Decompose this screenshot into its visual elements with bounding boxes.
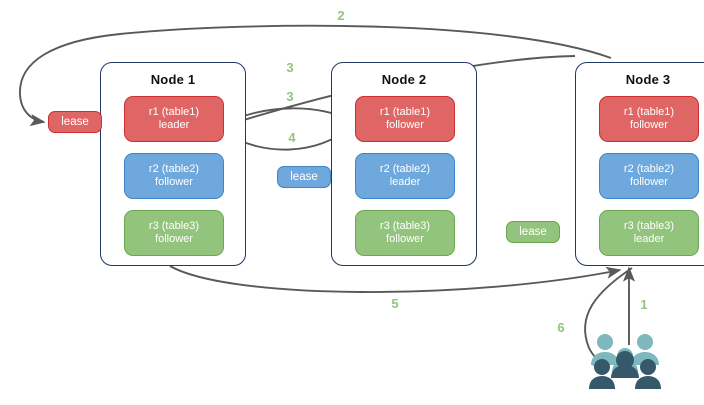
arrow-step-5 [169,265,622,293]
replica-name: r3 (table3) [148,220,200,233]
replica-role: follower [630,176,668,188]
replica-role: leader [389,176,421,188]
replica-role: leader [158,119,190,131]
lease-badge-red[interactable]: lease [48,111,102,133]
node-1-container[interactable]: Node 1 r1 (table1) leader r2 (table2) fo… [100,62,246,266]
step-label-6: 6 [557,320,565,335]
users-icon[interactable] [588,332,662,394]
step-label-3b: 3 [286,89,294,104]
replica-role: follower [155,176,193,188]
replica-name: r3 (table3) [623,220,675,233]
users-icon-front-row [589,351,661,389]
node-3-title: Node 3 [625,72,671,87]
node-1-title: Node 1 [150,72,196,87]
arrow-step-2 [19,24,612,127]
replica-role: follower [386,233,424,245]
node-3-replica-r1[interactable]: r1 (table1) follower [599,96,699,142]
lease-badge-green[interactable]: lease [506,221,560,243]
step-label-4: 4 [288,130,296,145]
node-2-replica-r3[interactable]: r3 (table3) follower [355,210,455,256]
node-3-replica-r3[interactable]: r3 (table3) leader [599,210,699,256]
step-label-1: 1 [640,297,648,312]
replica-name: r3 (table3) [379,220,431,233]
node-3-container[interactable]: Node 3 r1 (table1) follower r2 (table2) … [575,62,704,266]
replica-name: r2 (table2) [623,163,675,176]
replica-role: leader [633,233,665,245]
step-label-5: 5 [391,296,399,311]
node-2-replica-r2[interactable]: r2 (table2) leader [355,153,455,199]
replica-name: r1 (table1) [623,106,675,119]
replica-name: r1 (table1) [379,106,431,119]
node-2-title: Node 2 [381,72,427,87]
lease-badge-blue[interactable]: lease [277,166,331,188]
replica-role: follower [386,119,424,131]
replica-role: follower [630,119,668,131]
node-1-replica-r3[interactable]: r3 (table3) follower [124,210,224,256]
node-1-replica-r1[interactable]: r1 (table1) leader [124,96,224,142]
step-label-3a: 3 [286,60,294,75]
replica-name: r2 (table2) [379,163,431,176]
replica-name: r2 (table2) [148,163,200,176]
node-3-replica-r2[interactable]: r2 (table2) follower [599,153,699,199]
node-1-replica-r2[interactable]: r2 (table2) follower [124,153,224,199]
node-2-container[interactable]: Node 2 r1 (table1) follower r2 (table2) … [331,62,477,266]
replica-name: r1 (table1) [148,106,200,119]
node-2-replica-r1[interactable]: r1 (table1) follower [355,96,455,142]
step-label-2: 2 [337,8,345,23]
replica-role: follower [155,233,193,245]
